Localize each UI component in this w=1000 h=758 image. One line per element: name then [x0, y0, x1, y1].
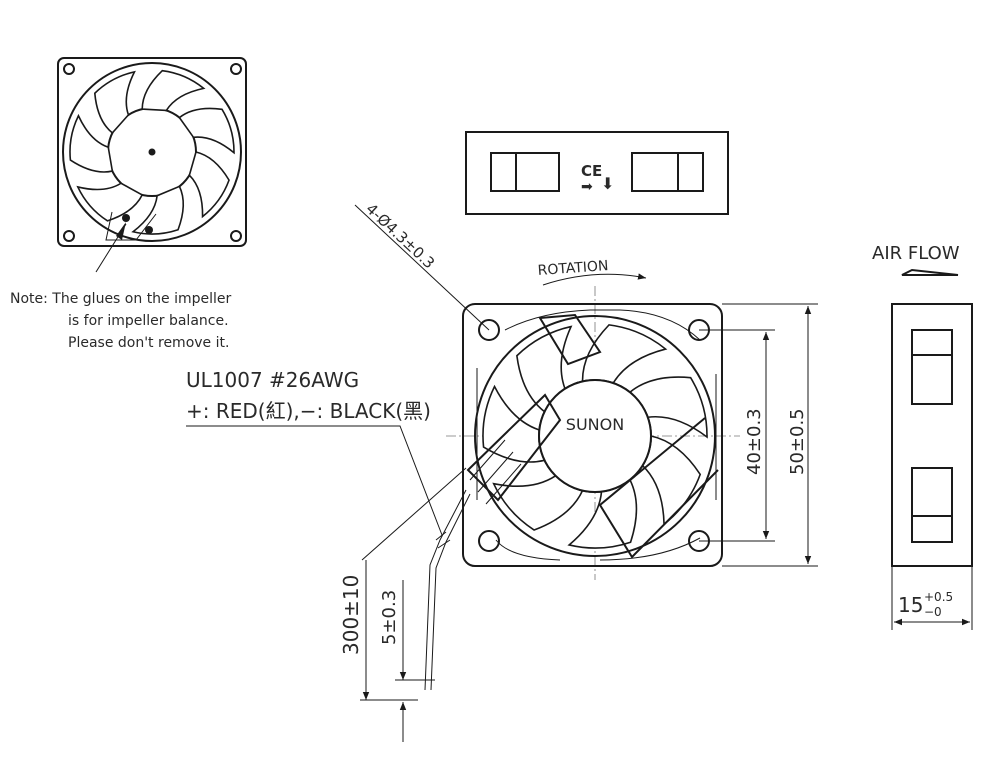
main-hole-bl	[478, 530, 500, 552]
rotation-label: ROTATION	[537, 258, 609, 279]
small-fan-blade	[141, 69, 206, 112]
wire-color-label: +: RED(紅),−: BLACK(黑)	[186, 399, 431, 423]
small-fan-view	[57, 57, 247, 273]
ce-mark: CE	[581, 162, 602, 180]
small-fan-ring	[62, 62, 242, 242]
small-fan-blade	[93, 70, 136, 135]
note-line-3: Please don't remove it.	[68, 335, 229, 351]
size-label: 50±0.5	[787, 408, 808, 475]
small-fan-blades	[69, 69, 235, 235]
main-fan-frame	[462, 303, 723, 567]
small-fan-hole-tl	[63, 63, 75, 75]
wire-channel	[469, 439, 522, 505]
main-fan-blade	[581, 324, 668, 384]
small-fan-blade	[188, 151, 230, 219]
small-fan-blade	[76, 182, 144, 222]
side-view-body	[891, 303, 973, 567]
glue-leader-arrow	[116, 222, 126, 240]
small-fan-blade	[178, 107, 235, 155]
label-box: CE ➡ ⬇	[465, 131, 729, 215]
hole-spec-label: 4-Ø4.3±0.3	[362, 200, 438, 273]
thickness-minus-label: −0	[924, 605, 942, 619]
wire-spec-label: UL1007 #26AWG	[186, 368, 359, 392]
strut-upper	[538, 313, 602, 366]
side-view	[891, 303, 973, 567]
thickness-base-label: 15	[898, 593, 923, 617]
glue-dot-1	[122, 214, 130, 222]
strip-length-label: 5±0.3	[379, 590, 400, 645]
arrow-down-icon: ⬇	[601, 174, 614, 193]
hole-pitch-label: 40±0.3	[744, 408, 765, 475]
small-fan-blade	[131, 185, 185, 235]
strut-wire	[466, 393, 562, 502]
main-fan-view: SUNON	[446, 286, 740, 580]
label-window-right	[631, 152, 704, 192]
lead-length-label: 300±10	[339, 575, 363, 655]
side-window-bottom	[911, 467, 953, 543]
thickness-plus-label: +0.5	[924, 590, 953, 604]
rotation-arrow	[542, 273, 647, 286]
main-fan-blade	[628, 376, 708, 439]
main-fan-blade	[641, 435, 702, 526]
main-hole-tl	[478, 319, 500, 341]
strut-right	[598, 417, 719, 559]
brand-label: SUNON	[566, 415, 624, 434]
side-window-top	[911, 329, 953, 405]
note-line-2: is for impeller balance.	[68, 313, 229, 329]
airflow-arrow	[901, 268, 959, 276]
label-outline	[465, 131, 729, 215]
small-fan-hole-br	[230, 230, 242, 242]
inner-frame-contour	[476, 309, 717, 561]
main-fan-blade	[492, 474, 584, 531]
main-fan-blade	[567, 478, 638, 549]
small-fan-center	[148, 148, 156, 156]
arrow-right-icon: ➡	[581, 179, 593, 195]
airflow-label: AIR FLOW	[872, 243, 960, 264]
glue-dot-2	[145, 226, 153, 234]
small-fan-spoke	[105, 211, 157, 241]
main-fan-ring	[474, 315, 716, 557]
note-line-1: Note: The glues on the impeller	[10, 291, 232, 307]
lead-wires	[424, 489, 471, 691]
label-window-left	[490, 152, 560, 192]
lead-ext-line	[361, 467, 467, 561]
small-fan-frame	[57, 57, 247, 247]
small-fan-hole-bl	[63, 230, 75, 242]
wire-spec-leader	[186, 425, 443, 536]
small-fan-hole-tr	[230, 63, 242, 75]
small-fan-blade	[69, 113, 114, 173]
hole-spec-leader	[354, 204, 490, 331]
